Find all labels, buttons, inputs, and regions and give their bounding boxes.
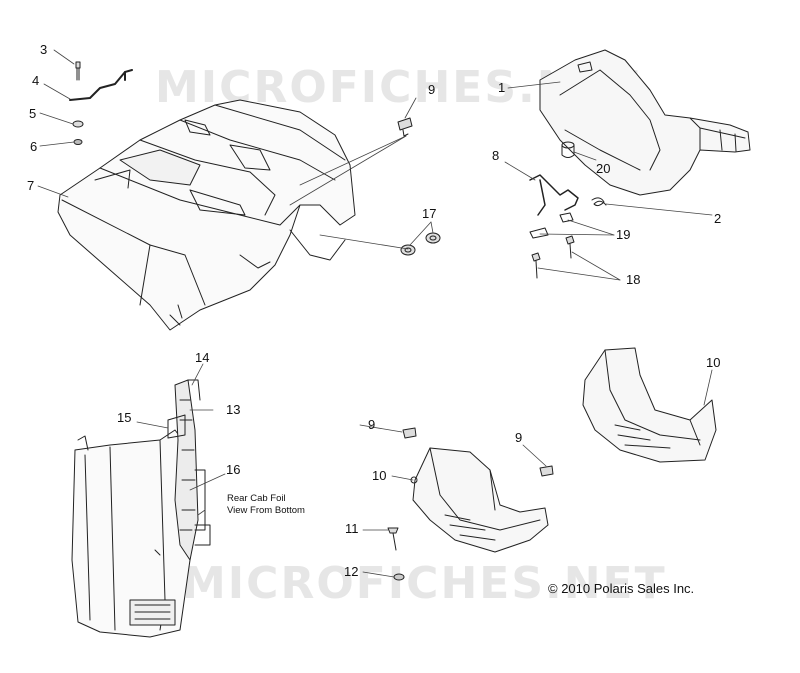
footwell-left-part bbox=[410, 447, 549, 553]
callout-12: 12 bbox=[344, 564, 359, 579]
callout-18: 18 bbox=[626, 272, 641, 287]
callout-5: 5 bbox=[29, 106, 37, 121]
callout-16: 16 bbox=[226, 462, 241, 477]
view-note-line1: Rear Cab Foil bbox=[227, 493, 286, 504]
callout-9-left: 9 bbox=[368, 417, 376, 432]
callout-1: 1 bbox=[498, 80, 506, 95]
callout-7: 7 bbox=[27, 178, 35, 193]
footwell-right-part bbox=[582, 347, 717, 463]
watermark-bottom: MICROFICHES.NET bbox=[182, 558, 667, 609]
callout-13: 13 bbox=[226, 402, 241, 417]
callout-20: 20 bbox=[596, 161, 611, 176]
callout-10-center: 10 bbox=[372, 468, 387, 483]
copyright-text: © 2010 Polaris Sales Inc. bbox=[548, 581, 695, 596]
callout-10-right: 10 bbox=[706, 355, 721, 370]
hardware-parts bbox=[69, 61, 607, 581]
callout-4: 4 bbox=[32, 73, 40, 88]
callout-2: 2 bbox=[714, 211, 722, 226]
callout-9-right: 9 bbox=[515, 430, 523, 445]
callout-9-top: 9 bbox=[428, 82, 436, 97]
callout-6: 6 bbox=[30, 139, 38, 154]
leader-lines bbox=[37, 49, 713, 578]
rear-cab-part bbox=[57, 99, 356, 331]
callout-15: 15 bbox=[117, 410, 132, 425]
seat-bumper-part bbox=[561, 141, 575, 158]
seat-part bbox=[539, 49, 751, 196]
rear-cab-foil-view bbox=[71, 379, 211, 638]
callout-11: 11 bbox=[345, 521, 359, 536]
callout-3: 3 bbox=[40, 42, 48, 57]
callout-8: 8 bbox=[492, 148, 500, 163]
callout-17: 17 bbox=[422, 206, 437, 221]
view-note-line2: View From Bottom bbox=[227, 505, 305, 516]
callout-19: 19 bbox=[616, 227, 631, 242]
callout-14: 14 bbox=[195, 350, 210, 365]
